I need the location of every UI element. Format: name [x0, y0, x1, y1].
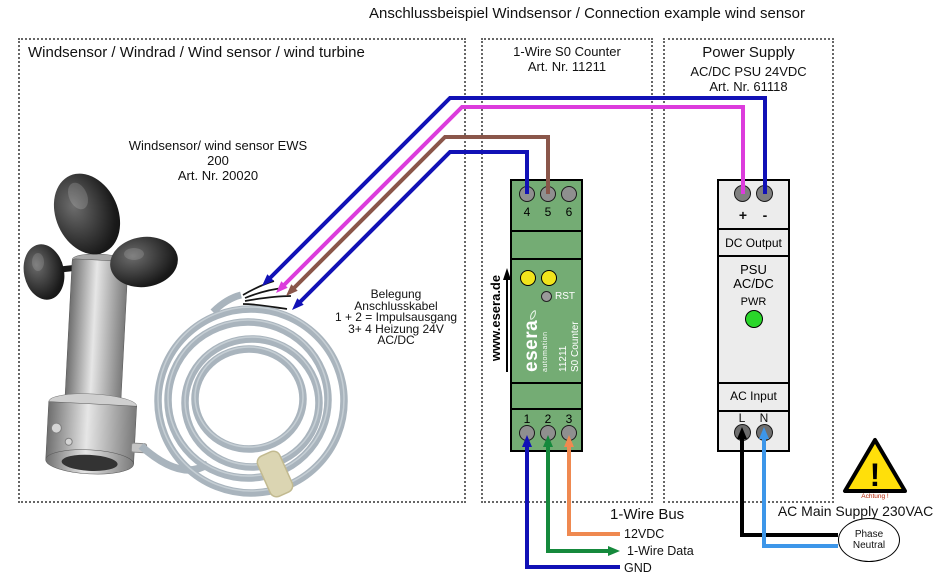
product-label: Windsensor/ wind sensor EWS 200 Art. Nr.… [118, 138, 318, 183]
sensor-box [18, 38, 466, 503]
rst-button[interactable] [541, 291, 552, 302]
product-artnr: Art. Nr. 20020 [177, 168, 259, 183]
psu-box-title: Power Supply [702, 44, 795, 61]
warning-triangle-icon: ! [843, 438, 907, 493]
terminal-4 [519, 186, 535, 202]
status-led-2 [541, 270, 557, 286]
page-title: Anschlussbeispiel Windsensor / Connectio… [368, 5, 806, 22]
module-divider [512, 408, 581, 410]
plus-label: + [738, 207, 748, 223]
counter-box-title: 1-Wire S0 Counter Art. Nr. 11211 [481, 44, 653, 74]
ac-input-label: AC Input [730, 389, 777, 403]
module-divider [512, 258, 581, 260]
phase-neutral-bubble: Phase Neutral [838, 518, 900, 562]
dc-minus-terminal [756, 185, 773, 202]
legend-gnd: GND [624, 561, 652, 575]
psu-box-subtitle: AC/DC PSU 24VDC Art. Nr. 61118 [663, 64, 834, 94]
terminal-5-label: 5 [544, 205, 552, 219]
bus-legend-title: 1-Wire Bus [610, 506, 685, 523]
module-divider [719, 382, 788, 384]
neutral-terminal-label: N [759, 411, 769, 425]
terminal-2-label: 2 [544, 412, 552, 426]
cable-pinout-note: Belegung Anschlusskabel 1 + 2 = Impulsau… [330, 287, 462, 347]
psu-subtitle-line2: Art. Nr. 61118 [709, 79, 788, 94]
status-led-1 [520, 270, 536, 286]
line-label: L [738, 411, 746, 425]
warning-caption: Achtung ! [861, 493, 889, 500]
rst-label: RST [555, 291, 575, 302]
mains-supply-label: AC Main Supply 230VAC [777, 503, 934, 519]
brand-sub-label: automation [542, 331, 549, 372]
product-name: Windsensor/ wind sensor EWS 200 [128, 138, 308, 168]
terminal-2 [540, 425, 556, 441]
leaf-icon [527, 309, 539, 320]
module-divider [512, 230, 581, 232]
legend-12vdc: 12VDC [624, 527, 665, 541]
module-divider [719, 255, 788, 257]
esera-logo: esera automation [521, 308, 562, 372]
model-number: 11211 [558, 345, 569, 372]
power-led [745, 310, 763, 328]
model-name: S0 Counter [570, 321, 581, 372]
esera-website-label: www.esera.de [488, 274, 503, 362]
terminal-3 [561, 425, 577, 441]
brand-wordmark: esera [521, 308, 542, 372]
terminal-1 [519, 425, 535, 441]
terminal-4-label: 4 [523, 205, 531, 219]
sensor-box-title: Windsensor / Windrad / Wind sensor / win… [28, 44, 365, 61]
module-divider [719, 410, 788, 412]
cable-note-line2: 1 + 2 = Impulsausgang [334, 310, 458, 324]
counter-box-title-line1: 1-Wire S0 Counter [513, 44, 621, 59]
legend-1wire-data: 1-Wire Data [627, 544, 694, 558]
dc-plus-terminal [734, 185, 751, 202]
psu-type-line1: PSU [740, 262, 767, 277]
pwr-label: PWR [740, 296, 767, 308]
module-divider [719, 228, 788, 230]
counter-box-title-line2: Art. Nr. 11211 [527, 59, 607, 74]
psu-subtitle-line1: AC/DC PSU 24VDC [690, 64, 807, 79]
ac-line-terminal [734, 424, 751, 441]
psu-type-line2: AC/DC [733, 276, 774, 291]
ac-neutral-terminal [756, 424, 773, 441]
terminal-3-label: 3 [565, 412, 573, 426]
minus-label: - [762, 207, 768, 223]
phase-label: Phase [854, 529, 884, 540]
dc-output-label: DC Output [725, 236, 782, 250]
neutral-label: Neutral [852, 540, 886, 551]
psu-module: + - DC Output PSU AC/DC PWR AC Input L N [717, 179, 790, 452]
exclamation-mark: ! [870, 457, 881, 493]
terminal-6 [561, 186, 577, 202]
cable-note-line3: 3+ 4 Heizung 24V AC/DC [348, 321, 444, 347]
terminal-6-label: 6 [565, 205, 573, 219]
terminal-1-label: 1 [523, 412, 531, 426]
module-model-label: 11211 S0 Counter [558, 308, 582, 372]
terminal-5 [540, 186, 556, 202]
cable-note-line1: Belegung Anschlusskabel [354, 287, 438, 313]
module-divider [512, 382, 581, 384]
